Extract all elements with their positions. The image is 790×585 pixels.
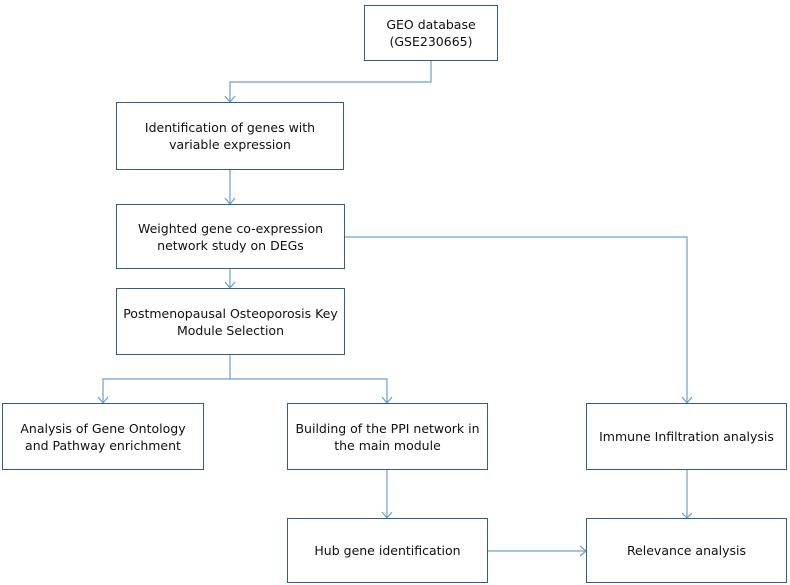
node-relevance-line1: Relevance analysis: [626, 543, 747, 558]
node-wgcna: Weighted gene co-expression network stud…: [116, 204, 345, 269]
node-ppi-line1: Building of the PPI network in: [295, 420, 480, 436]
node-go-line1: Analysis of Gene Ontology: [20, 420, 186, 436]
node-variable-line2: variable expression: [169, 137, 291, 152]
node-wgcna-line2: network study on DEGs: [157, 237, 304, 253]
node-identification-variable-expression: Identification of genes with variable ex…: [116, 102, 344, 170]
node-module-line1: Postmenopausal Osteoporosis Key: [123, 305, 338, 321]
node-immune-line1: Immune Infiltration analysis: [599, 429, 774, 444]
node-module-line2: Module Selection: [176, 322, 284, 338]
edge-module-to-go: [102, 378, 230, 403]
node-hub-line1: Hub gene identification: [314, 543, 461, 558]
node-go-pathway-enrichment: Analysis of Gene Ontology and Pathway en…: [2, 403, 204, 470]
node-immune-infiltration: Immune Infiltration analysis: [586, 403, 787, 470]
node-hub-gene-identification: Hub gene identification: [287, 518, 488, 583]
edge-module-to-ppi: [230, 378, 388, 403]
edge-geo-to-variable: [229, 61, 432, 102]
node-geo-database: GEO database (GSE230665): [364, 5, 498, 61]
node-ppi-line2: the main module: [334, 437, 441, 453]
node-variable-line1: Identification of genes with: [144, 120, 316, 135]
node-geo-line1: GEO database: [386, 17, 476, 32]
node-wgcna-line1: Weighted gene co-expression: [137, 220, 324, 236]
node-go-line2: and Pathway enrichment: [25, 437, 181, 453]
node-ppi-network: Building of the PPI network in the main …: [287, 403, 488, 470]
edge-wgcna-to-immune: [345, 236, 688, 403]
node-geo-line2: (GSE230665): [389, 34, 473, 49]
node-relevance-analysis: Relevance analysis: [586, 518, 787, 583]
node-key-module-selection: Postmenopausal Osteoporosis Key Module S…: [116, 288, 345, 355]
